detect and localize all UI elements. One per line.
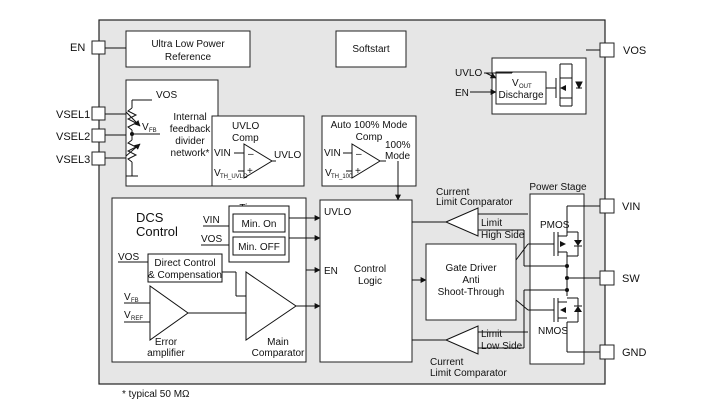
gate-driver-line2: Anti — [462, 275, 479, 286]
auto100-out-2: Mode — [385, 151, 410, 162]
pin-en-label: EN — [70, 42, 85, 54]
power-stage-block: Power Stage PMOS NMOS — [528, 182, 587, 365]
pin-vsel1-label: VSEL1 — [56, 109, 90, 121]
min-on-label: Min. On — [241, 219, 276, 230]
auto-100-mode-comparator-block: Auto 100% Mode Comp – + VIN V TH_100 100… — [321, 115, 417, 187]
feedback-text-2: feedback — [170, 124, 212, 135]
error-amp-line2: amplifier — [147, 348, 185, 359]
cl-low-title-1: Current — [430, 357, 464, 368]
min-off-label: Min. OFF — [238, 242, 280, 253]
main-comp-line1: Main — [267, 337, 289, 348]
feedback-text-1: Internal — [173, 112, 206, 123]
pin-vos: VOS — [599, 42, 646, 58]
pin-sw: SW — [599, 270, 640, 286]
pin-vsel2-label: VSEL2 — [56, 131, 90, 143]
feedback-vfb: V — [142, 122, 149, 133]
uvlo-comp-vth: V — [214, 168, 221, 179]
pmos-label: PMOS — [540, 220, 570, 231]
cl-high-title-2: Limit Comparator — [436, 197, 513, 208]
auto100-minus: – — [356, 149, 362, 160]
ulp-ref-line2: Reference — [165, 52, 212, 63]
pin-vsel3: VSEL3 — [56, 151, 106, 166]
pin-vin: VIN — [599, 198, 640, 214]
discharge-v: V — [512, 78, 519, 89]
ea-vref: V — [124, 310, 131, 321]
pin-gnd: GND — [599, 344, 647, 360]
current-limit-low-side: Limit Low Side Current Limit Comparator — [412, 325, 528, 379]
discharge-en-input: EN — [455, 88, 469, 99]
nmos-label: NMOS — [538, 326, 568, 337]
uvlo-comp-title-2: Comp — [232, 133, 259, 144]
control-logic-en: EN — [324, 266, 338, 277]
uvlo-comp-vin: VIN — [214, 148, 231, 159]
feedback-vfb-sub: FB — [149, 128, 157, 134]
cl-low-limit-2: Low Side — [481, 341, 523, 352]
dcc-vos: VOS — [118, 252, 139, 263]
feedback-vos: VOS — [156, 90, 177, 101]
ea-vfb: V — [124, 292, 131, 303]
feedback-text-4: network* — [171, 148, 210, 159]
cl-high-title-1: Current — [436, 187, 470, 198]
auto100-title-1: Auto 100% Mode — [331, 120, 408, 131]
error-amp-line1: Error — [155, 337, 178, 348]
pin-vin-label: VIN — [622, 201, 640, 213]
dcs-control-block: DCS Control Timer Min. On Min. OFF VIN V… — [111, 197, 307, 363]
dcs-title-2: Control — [136, 224, 178, 239]
pin-vsel1: VSEL1 — [56, 106, 106, 121]
dcs-title-1: DCS — [136, 210, 164, 225]
softstart-block: Softstart — [335, 30, 407, 68]
pin-gnd-label: GND — [622, 347, 647, 359]
timer-vos: VOS — [201, 234, 222, 245]
vout-discharge-block: V OUT Discharge — [491, 57, 587, 115]
discharge-uvlo-input: UVLO — [455, 68, 482, 79]
gate-driver-line3: Shoot-Through — [438, 287, 505, 298]
pin-en: EN — [70, 40, 106, 55]
pin-vsel3-label: VSEL3 — [56, 154, 90, 166]
auto100-out-1: 100% — [385, 140, 411, 151]
ea-vfb-sub: FB — [131, 298, 139, 304]
cl-low-title-2: Limit Comparator — [430, 368, 507, 379]
footnote: * typical 50 MΩ — [122, 389, 190, 400]
current-limit-high-side: Current Limit Comparator Limit High Side — [412, 187, 528, 241]
softstart-label: Softstart — [352, 44, 389, 55]
discharge-v-sub: OUT — [519, 84, 532, 90]
pin-vos-label: VOS — [623, 45, 646, 57]
cl-high-limit-1: Limit — [481, 218, 502, 229]
feedback-text-3: divider — [175, 136, 205, 147]
uvlo-comp-minus: – — [248, 149, 254, 160]
auto100-plus: + — [355, 166, 361, 177]
control-logic-line2: Logic — [358, 276, 382, 287]
gate-driver-line1: Gate Driver — [445, 263, 497, 274]
ulp-ref-line1: Ultra Low Power — [151, 39, 225, 50]
ea-vref-sub: REF — [131, 316, 143, 322]
cl-high-limit-2: High Side — [481, 230, 525, 241]
pin-sw-label: SW — [622, 273, 640, 285]
uvlo-comparator-block: UVLO Comp – + VIN V TH_UVLO UVLO — [211, 115, 305, 187]
cl-low-limit-1: Limit — [481, 329, 502, 340]
uvlo-comp-plus: + — [247, 166, 253, 177]
control-logic-block: UVLO EN Control Logic — [319, 199, 413, 363]
timer-vin: VIN — [203, 215, 220, 226]
uvlo-comp-title-1: UVLO — [232, 121, 259, 132]
pin-vsel2: VSEL2 — [56, 128, 106, 143]
gate-driver-block: Gate Driver Anti Shoot-Through — [425, 243, 517, 321]
dcc-line1: Direct Control — [154, 258, 215, 269]
power-stage-title: Power Stage — [529, 182, 587, 193]
dcc-line2: & Compensation — [148, 270, 222, 281]
auto100-title-2: Comp — [356, 132, 383, 143]
control-logic-line1: Control — [354, 264, 386, 275]
ultra-low-power-reference-block: Ultra Low Power Reference — [125, 30, 251, 68]
feedback-divider-block: VOS V FB Internal feedback divider netwo… — [125, 79, 219, 187]
auto100-vth-sub: TH_100 — [331, 174, 353, 180]
auto100-vin: VIN — [324, 148, 341, 159]
control-logic-uvlo: UVLO — [324, 207, 351, 218]
uvlo-comp-vth-sub: TH_UVLO — [220, 174, 248, 180]
auto100-vth: V — [325, 168, 332, 179]
main-comp-line2: Comparator — [252, 348, 305, 359]
discharge-word: Discharge — [498, 90, 543, 101]
uvlo-comp-out: UVLO — [274, 150, 301, 161]
